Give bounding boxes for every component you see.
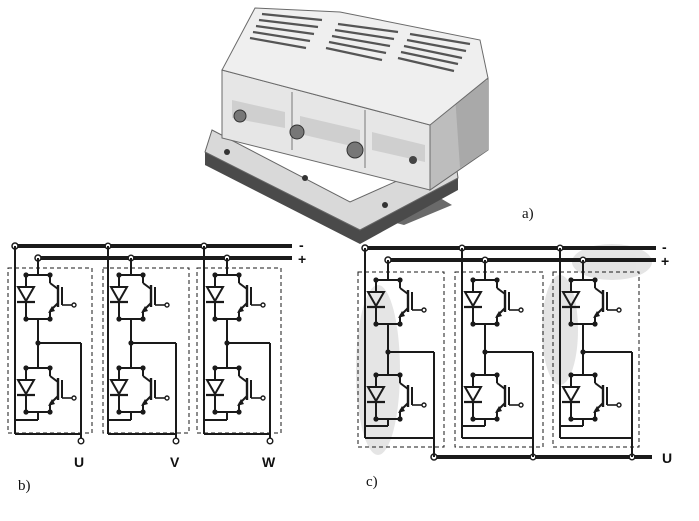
label-c: c) — [366, 474, 378, 490]
module-terminals — [224, 109, 417, 208]
power-module-illustration — [204, 7, 489, 244]
plus-label-c: + — [661, 253, 670, 269]
label-a: a) — [522, 206, 534, 222]
label-b: b) — [18, 478, 31, 494]
circuit-c — [356, 244, 656, 461]
phase-v-label: V — [170, 454, 180, 470]
leg-c-1 — [364, 248, 435, 457]
leg-c-2 — [461, 248, 534, 457]
leg-b-3 — [203, 246, 274, 445]
leg-c-3 — [559, 248, 633, 457]
minus-label-c: - — [662, 239, 667, 255]
leg-b-2 — [107, 246, 180, 445]
leg-b-1 — [14, 246, 85, 445]
plus-label-b: + — [298, 251, 307, 267]
output-u-label: U — [662, 450, 673, 466]
phase-u-label: U — [74, 454, 85, 470]
circuit-b — [7, 242, 292, 445]
phase-w-label: W — [262, 454, 276, 470]
minus-label-b: - — [299, 237, 304, 253]
